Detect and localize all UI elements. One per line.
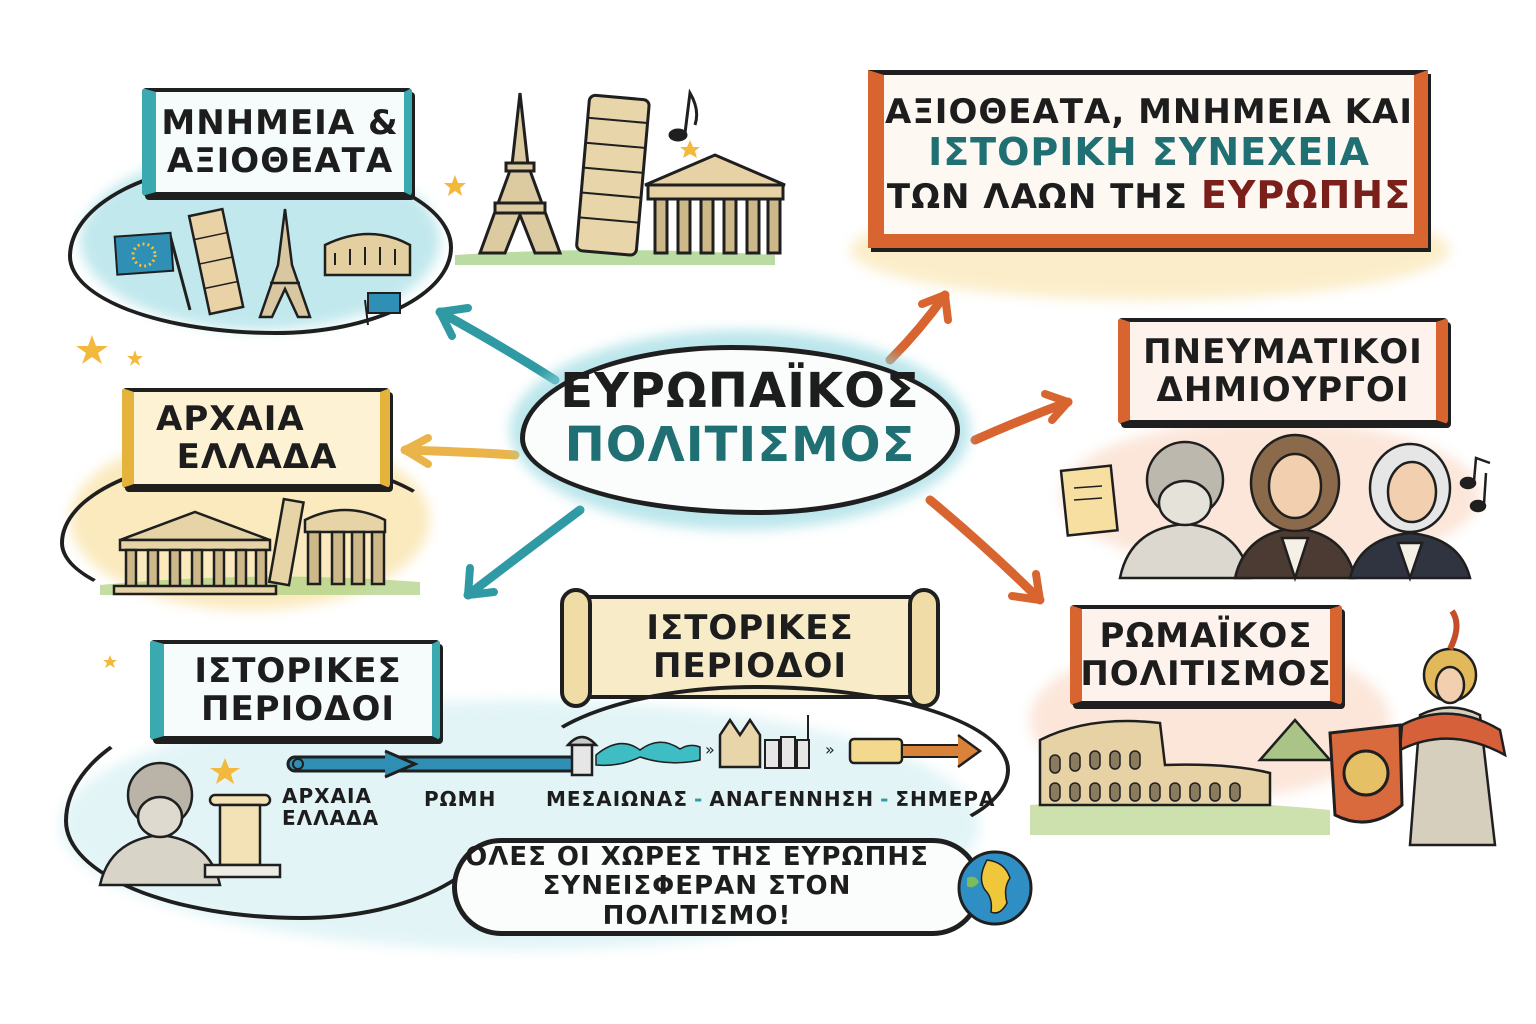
timeline-cloud — [520, 685, 1010, 855]
svg-text:»: » — [825, 740, 835, 759]
timeline-item-renaissance: ΑΝΑΓΕΝΝΗΣΗ — [709, 787, 875, 811]
timeline-item-ancient-greece: ΑΡΧΑΙΑ ΕΛΛΑΔΑ — [282, 785, 379, 830]
creators-line-1: ΠΝΕΥΜΑΤΙΚΟΙ — [1143, 331, 1423, 372]
medieval-house-icon — [718, 717, 762, 769]
globe-icon — [957, 850, 1033, 926]
title-line-3: ΤΩΝ ΛΑΩΝ ΤΗΣ ΕΥΡΩΠΗΣ — [886, 172, 1412, 217]
center-title-line-2: ΠΟΛΙΤΙΣΜΟΣ — [564, 416, 916, 473]
monuments-illustration — [113, 207, 412, 326]
ionic-column-icon — [203, 793, 282, 879]
eu-flag-small-icon — [364, 292, 401, 326]
monuments-line-1: ΜΝΗΜΕΙΑ & — [161, 102, 399, 143]
ancient-greece-line-1: ΑΡΧΑΙΑ — [156, 398, 305, 439]
roman-illustration — [1030, 609, 1507, 847]
svg-text:»: » — [705, 740, 715, 759]
temple-ruin-icon — [303, 508, 387, 586]
timeline-ancient-greece-line-2: ΕΛΛΑΔΑ — [282, 806, 380, 831]
philosopher-bust-icon — [98, 761, 222, 887]
creators-line-2: ΔΗΜΙΟΥΡΓΟΙ — [1156, 370, 1410, 410]
timeline-item-rome: ΡΩΜΗ — [424, 787, 497, 811]
intellectual-creators-banner[interactable]: ΠΝΕΥΜΑΤΙΚΟΙ ΔΗΜΙΟΥΡΓΟΙ — [1118, 318, 1448, 424]
book-icon — [1059, 464, 1119, 537]
historical-periods-line-1: ΙΣΤΟΡΙΚΕΣ — [194, 650, 402, 691]
title-line-1: ΑΞΙΟΘΕΑΤΑ, ΜΝΗΜΕΙΑ ΚΑΙ — [885, 91, 1413, 132]
title-line-3-prefix: ΤΩΝ ΛΑΩΝ ΤΗΣ — [886, 176, 1189, 217]
colosseum-icon — [323, 232, 412, 277]
tent-icon — [1257, 718, 1333, 762]
ancient-bust-illustration — [98, 761, 282, 887]
timeline-illustration: » » — [286, 715, 983, 779]
timeline-item-today: ΣΗΜΕΡΑ — [895, 787, 996, 811]
ancient-greece-illustration — [100, 497, 420, 596]
scroll-roll-right — [908, 588, 940, 708]
roman-column-icon — [565, 735, 599, 777]
monuments-banner[interactable]: ΜΝΗΜΕΙΑ & ΑΞΙΟΘΕΑΤΑ — [142, 88, 412, 196]
orange-arrow — [901, 733, 983, 769]
footer-bubble: ΟΛΕΣ ΟΙ ΧΩΡΕΣ ΤΗΣ ΕΥΡΩΠΗΣ ΣΥΝΕΙΣΦΕΡΑΝ ΣΤ… — [452, 838, 982, 936]
greek-temple-icon — [112, 510, 278, 596]
timeline-item-middle-ages: ΜΕΣΑΙΩΝΑΣ — [546, 787, 689, 811]
timeline-arrow — [286, 749, 590, 779]
ancient-greece-banner[interactable]: ΑΡΧΑΙΑ ΕΛΛΑΔΑ — [122, 388, 390, 488]
timeline-row: ΜΕΣΑΙΩΝΑΣ - ΑΝΑΓΕΝΝΗΣΗ - ΣΗΜΕΡΑ — [546, 787, 996, 811]
pantheon-icon — [644, 153, 786, 255]
composer-portrait-icon — [1348, 442, 1472, 582]
timeline-separator: - — [880, 787, 890, 811]
roman-line-1: ΡΩΜΑΪΚΟΣ — [1099, 615, 1313, 656]
monuments-line-2: ΑΞΙΟΘΕΑΤΑ — [166, 141, 394, 181]
shield-icon — [1328, 723, 1404, 824]
scroll-line-2: ΠΕΡΙΟΔΟΙ — [652, 646, 848, 686]
title-line-3-highlight: ΕΥΡΩΠΗΣ — [1200, 172, 1412, 217]
eiffel-tower-icon — [258, 208, 312, 319]
leaning-tower-icon — [187, 207, 245, 316]
music-notes-icon — [1459, 456, 1491, 513]
center-cloud — [520, 345, 960, 515]
footer-line-1: ΟΛΕΣ ΟΙ ΧΩΡΕΣ ΤΗΣ ΕΥΡΩΠΗΣ — [465, 842, 929, 873]
ancient-greece-line-2: ΕΛΛΑΔΑ — [176, 437, 338, 477]
eiffel-tower-icon — [477, 92, 563, 255]
title-line-2: ΙΣΤΟΡΙΚΗ ΣΥΝΕΧΕΙΑ — [928, 129, 1370, 174]
colosseum-icon — [1038, 719, 1272, 807]
center-title-line-1: ΕΥΡΩΠΑΪΚΟΣ — [560, 363, 920, 419]
river-icon — [595, 741, 701, 767]
leaning-tower-of-pisa-icon — [575, 93, 651, 257]
roman-civilization-banner[interactable]: ΡΩΜΑΪΚΟΣ ΠΟΛΙΤΙΣΜΟΣ — [1070, 605, 1342, 705]
scroll-roll-left — [560, 588, 592, 708]
landmarks-illustration — [455, 88, 786, 265]
factory-icon — [764, 715, 810, 769]
historical-periods-scroll[interactable]: ΙΣΤΟΡΙΚΕΣ ΠΕΡΙΟΔΟΙ — [580, 595, 920, 699]
historical-periods-cloud — [64, 700, 504, 920]
creators-illustration — [1059, 433, 1491, 583]
footer-line-2: ΣΥΝΕΙΣΦΕΡΑΝ ΣΤΟΝ ΠΟΛΙΤΙΣΜΟ! — [542, 871, 852, 931]
roman-soldier-icon — [1398, 609, 1507, 847]
roman-line-2: ΠΟΛΙΤΙΣΜΟΣ — [1080, 654, 1332, 694]
title-banner: ΑΞΙΟΘΕΑΤΑ, ΜΝΗΜΕΙΑ ΚΑΙ ΙΣΤΟΡΙΚΗ ΣΥΝΕΧΕΙΑ… — [868, 70, 1428, 248]
broken-column-icon — [267, 497, 305, 587]
train-icon — [848, 737, 904, 765]
timeline-ancient-greece-line-1: ΑΡΧΑΙΑ — [282, 784, 372, 808]
timeline-separator: - — [694, 787, 704, 811]
scroll-line-1: ΙΣΤΟΡΙΚΕΣ — [646, 607, 854, 648]
philosopher-bust-icon — [1118, 440, 1252, 580]
center-node[interactable]: ΕΥΡΩΠΑΪΚΟΣ ΠΟΛΙΤΙΣΜΟΣ — [520, 363, 960, 473]
eu-flag-icon — [113, 231, 192, 311]
baroque-portrait-icon — [1233, 433, 1357, 583]
music-note-icon — [668, 88, 699, 142]
